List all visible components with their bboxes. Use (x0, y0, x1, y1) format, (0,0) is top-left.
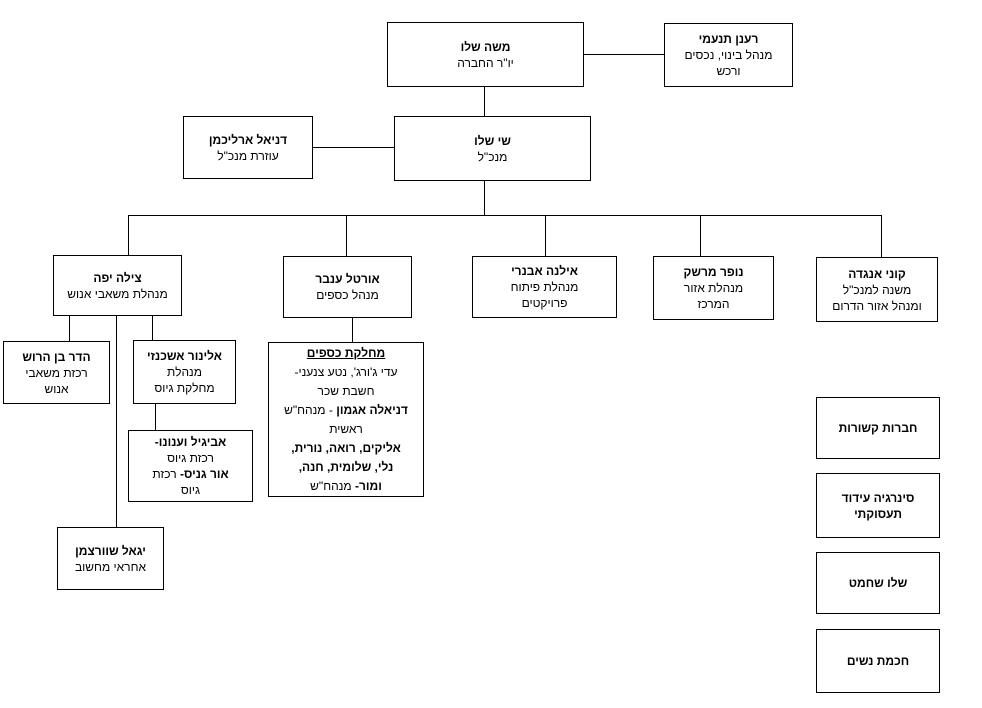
org-node-it-manager: יגאל שוורצמן אחראי מחשוב (57, 527, 164, 590)
person-role: מנהל בינוי, נכסים (684, 48, 773, 62)
org-node-ceo: שי שלו מנכ"ל (394, 116, 591, 181)
staff-line: חשבת שכר (317, 383, 375, 398)
org-node-chairman: משה שלו יו"ר החברה (387, 22, 584, 87)
org-node-deputy-ceo-south: קוני אנגדה משנה למנכ"ל ומנהל אזור הדרום (816, 257, 938, 322)
person-name: דניאל ארליכמן (208, 132, 288, 147)
connector-rail-ilana (545, 215, 546, 256)
staff-line: נלי, שלומית, חנה, (298, 459, 394, 474)
company-name: שלו שחמט (848, 576, 908, 590)
person-name: אלינור אשכנזי (147, 349, 222, 363)
connector-moshe-raanan (583, 54, 664, 55)
person-name: אור גניס- (179, 467, 229, 481)
person-role: מנהל כספים (316, 288, 379, 302)
org-node-construction-assets: רענן תנעמי מנהל בינוי, נכסים ורכש (664, 23, 793, 87)
person-role: אנוש (44, 381, 69, 396)
connector-tzila-elinor (152, 316, 153, 340)
person-name: ומור- (354, 478, 382, 493)
org-node-ceo-assistant: דניאל ארליכמן עוזרת מנכ"ל (183, 116, 313, 179)
person-name: משה שלו (460, 39, 511, 54)
org-node-center-region: נופר מרשק מנהלת אזור המרכז (653, 256, 774, 320)
connector-rail-koni (881, 215, 882, 257)
person-name: אורטל ענבר (315, 272, 380, 286)
person-role: מנהלת אזור (683, 281, 744, 295)
connector-elinor-avigail (155, 404, 156, 430)
org-node-related-companies: חברות קשורות (816, 397, 940, 459)
person-name: הדר בן הרוש (22, 349, 91, 364)
person-role: המרכז (697, 297, 730, 311)
staff-line: אליקים, רואה, נורית, (291, 440, 401, 455)
person-name: יגאל שוורצמן (75, 543, 146, 558)
person-role: מנכ"ל (477, 149, 508, 164)
staff-line: דניאלה אגמון - מנהח"ש (284, 401, 408, 420)
connector-rail (128, 215, 882, 216)
org-node-recruitment-coordinators: אביגיל וענונו- רכזת גיוס אור גניס- רכזת … (128, 430, 253, 502)
org-node-chess-company: שלו שחמט (816, 552, 940, 614)
connector-ortal-finance (352, 318, 353, 342)
connector-rail-tzila (128, 215, 129, 255)
department-title: מחלקת כספים (306, 345, 386, 360)
person-role: משנה למנכ"ל (842, 282, 912, 297)
person-role: מנהלת (167, 365, 202, 379)
org-node-cfo: אורטל ענבר מנהל כספים (283, 256, 412, 318)
person-role: ורכש (716, 64, 741, 78)
org-node-project-development: אילנה אבנרי מנהלת פיתוח פרויקטים (472, 256, 617, 318)
connector-rail-ortal (346, 215, 347, 256)
person-name: קוני אנגדה (848, 266, 906, 281)
org-node-synergy-company: סינרגיה עידוד תעסוקתי (816, 473, 940, 538)
staff-line: ראשית (329, 421, 363, 436)
person-name: אילנה אבנרי (511, 264, 578, 278)
person-name: נופר מרשק (683, 265, 744, 279)
person-role: מנהלת משאבי אנוש (67, 286, 168, 301)
person-role: ומנהל אזור הדרום (832, 298, 922, 313)
company-name: חכמת נשים (846, 654, 910, 668)
company-name: סינרגיה עידוד (841, 490, 915, 505)
person-name: צילה יפה (93, 270, 142, 285)
org-node-finance-department: מחלקת כספים עדי ג'ורג', נטע צנעני- חשבת … (268, 342, 424, 497)
connector-shai-rail (484, 181, 485, 215)
person-role: מנהלת פיתוח (510, 280, 579, 294)
person-name: אביגיל וענונו- (154, 435, 227, 449)
person-name: שי שלו (474, 133, 511, 148)
connector-tzila-hadar (69, 316, 70, 341)
connector-tzila-yigal (116, 316, 117, 527)
person-name: רענן תנעמי (698, 32, 759, 46)
connector-daniel-shai (313, 147, 394, 148)
staff-line: עדי ג'ורג', נטע צנעני- (294, 364, 398, 379)
org-node-women-wisdom-company: חכמת נשים (816, 629, 940, 693)
person-role: עוזרת מנכ"ל (217, 148, 279, 163)
org-node-recruitment-manager: אלינור אשכנזי מנהלת מחלקת גיוס (133, 340, 236, 404)
company-name: חברות קשורות (838, 421, 918, 435)
person-name: דניאלה אגמון (336, 402, 408, 417)
person-role: פרויקטים (521, 296, 568, 310)
company-name: תעסוקתי (854, 506, 902, 521)
person-role: אחראי מחשוב (74, 559, 147, 574)
org-node-hr-manager: צילה יפה מנהלת משאבי אנוש (53, 255, 182, 316)
staff-line: ומור- מנהח"ש (310, 477, 382, 496)
org-node-hr-coordinator: הדר בן הרוש רכזת משאבי אנוש (3, 341, 110, 404)
person-role: מנהח"ש (310, 478, 355, 493)
person-role: מחלקת גיוס (154, 381, 215, 395)
person-role: רכזת גיוס (167, 451, 214, 465)
person-role: - מנהח"ש (284, 402, 337, 417)
person-role: גיוס (180, 483, 201, 497)
person-role: יו"ר החברה (457, 55, 514, 70)
connector-rail-nofar (700, 215, 701, 256)
person-line: אור גניס- רכזת (152, 466, 228, 482)
connector-moshe-shai (484, 87, 485, 116)
person-role: רכזת משאבי (25, 365, 88, 380)
person-role: רכזת (152, 467, 180, 481)
